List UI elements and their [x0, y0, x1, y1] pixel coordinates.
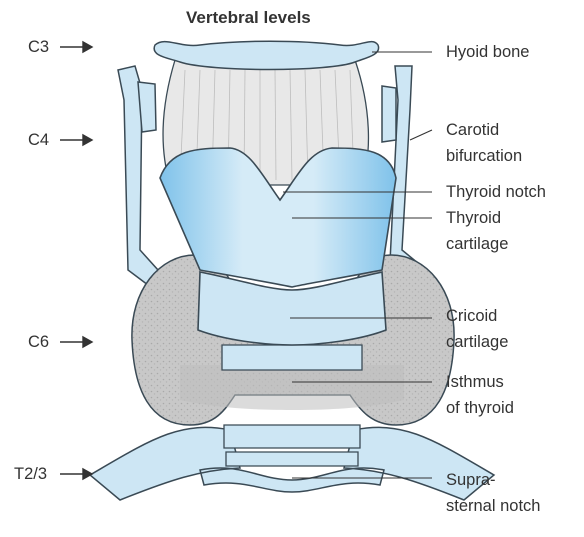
- label-carotid-line2: bifurcation: [446, 146, 522, 166]
- level-label-c3: C3: [28, 37, 49, 57]
- level-label-c4: C4: [28, 130, 49, 150]
- label-thyroid-cartilage-line2: cartilage: [446, 234, 508, 254]
- label-isthmus-line1: Isthmus: [446, 372, 504, 392]
- label-thyroid-notch: Thyroid notch: [446, 182, 546, 202]
- trachea-lower: [224, 425, 360, 448]
- label-carotid-line1: Carotid: [446, 120, 499, 140]
- level-arrows: [60, 42, 92, 479]
- label-isthmus-line2: of thyroid: [446, 398, 514, 418]
- label-cricoid-line1: Cricoid: [446, 306, 497, 326]
- label-suprasternal-line2: sternal notch: [446, 496, 540, 516]
- label-cricoid-line2: cartilage: [446, 332, 508, 352]
- label-suprasternal-line1: Supra-: [446, 470, 496, 490]
- trachea-lower2: [226, 452, 358, 466]
- label-thyroid-cartilage-line1: Thyroid: [446, 208, 501, 228]
- left-carotid-branch: [138, 82, 156, 132]
- label-hyoid-bone: Hyoid bone: [446, 42, 529, 62]
- level-label-c6: C6: [28, 332, 49, 352]
- thyroid-isthmus-shade: [180, 365, 404, 410]
- trachea-upper: [222, 345, 362, 370]
- vertebral-levels-heading: Vertebral levels: [186, 8, 311, 28]
- level-label-t23: T2/3: [14, 464, 47, 484]
- right-carotid-branch: [382, 86, 396, 142]
